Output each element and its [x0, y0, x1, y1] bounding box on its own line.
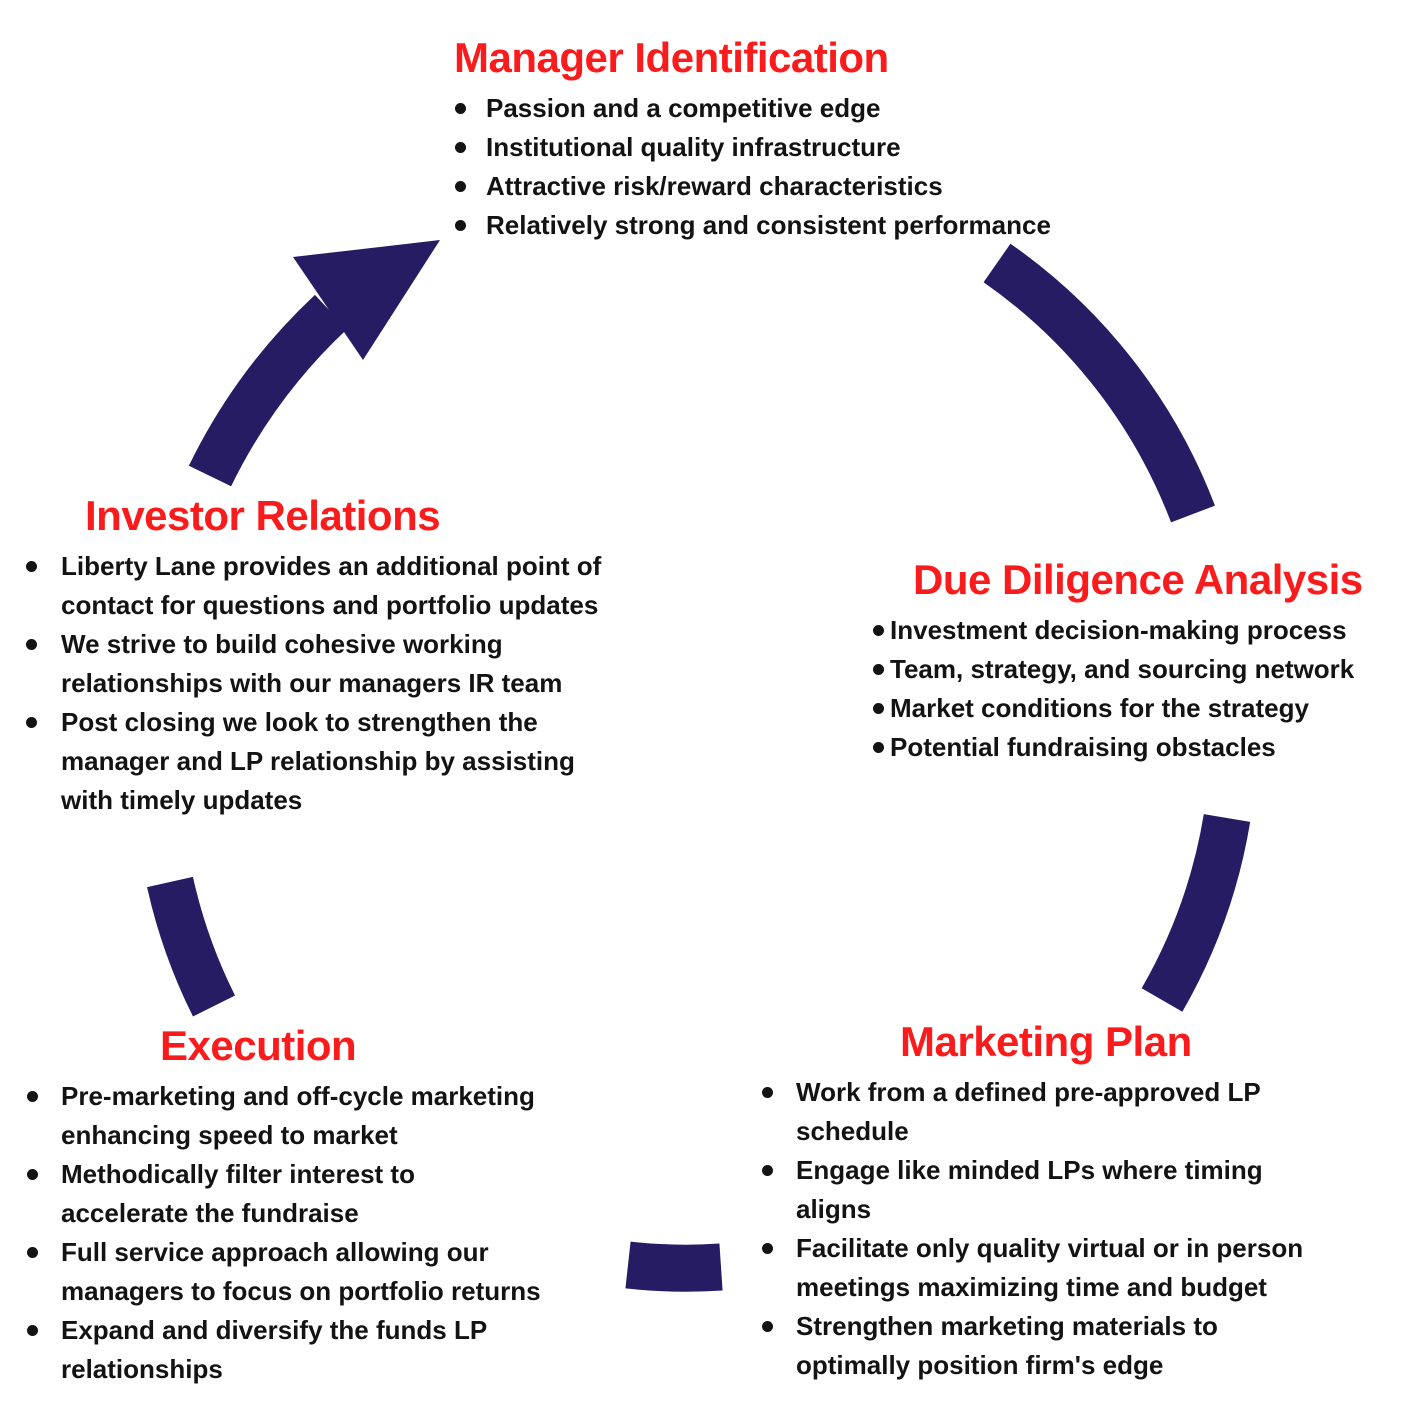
section-title-due-diligence-analysis: Due Diligence Analysis — [913, 556, 1363, 603]
bullet-item: Liberty Lane provides an additional poin… — [18, 547, 698, 625]
section-title-marketing-plan: Marketing Plan — [900, 1018, 1192, 1065]
bullet-item: Attractive risk/reward characteristics — [440, 167, 1150, 206]
arc-manager-to-due-diligence-icon — [983, 243, 1215, 523]
bullet-item: Pre-marketing and off-cycle marketing en… — [20, 1077, 635, 1155]
bullet-item: Passion and a competitive edge — [440, 89, 1150, 128]
bullet-item: Market conditions for the strategy — [845, 689, 1414, 728]
section-marketing-plan: Marketing Plan Work from a defined pre-a… — [752, 1018, 1402, 1385]
bullet-item: Potential fundraising obstacles — [845, 728, 1414, 767]
section-title-investor-relations: Investor Relations — [85, 492, 441, 539]
section-due-diligence-analysis: Due Diligence Analysis Investment decisi… — [845, 556, 1414, 767]
bullet-item: We strive to build cohesive working rela… — [18, 625, 698, 703]
section-title-manager-identification: Manager Identification — [454, 34, 889, 81]
arc-marketing-to-execution-icon — [625, 1241, 723, 1292]
bullet-item: Team, strategy, and sourcing network — [845, 650, 1414, 689]
bullet-item: Investment decision-making process — [845, 611, 1414, 650]
bullet-item: Engage like minded LPs where timing alig… — [752, 1151, 1402, 1229]
section-investor-relations: Investor Relations Liberty Lane provides… — [18, 492, 698, 820]
arrow-body-investor-to-manager-icon — [188, 294, 348, 487]
arc-due-diligence-to-marketing-icon — [1141, 813, 1251, 1012]
bullet-item: Post closing we look to strengthen the m… — [18, 703, 698, 820]
bullet-item: Full service approach allowing our manag… — [20, 1233, 635, 1311]
bullet-item: Expand and diversify the funds LP relati… — [20, 1311, 635, 1389]
arrow-head-investor-to-manager-icon — [293, 240, 440, 360]
section-manager-identification: Manager Identification Passion and a com… — [440, 34, 1150, 245]
bullet-item: Methodically filter interest to accelera… — [20, 1155, 635, 1233]
bullet-item: Relatively strong and consistent perform… — [440, 206, 1150, 245]
section-execution: Execution Pre-marketing and off-cycle ma… — [20, 1022, 635, 1389]
section-bullets-investor-relations: Liberty Lane provides an additional poin… — [18, 547, 698, 820]
bullet-item: Institutional quality infrastructure — [440, 128, 1150, 167]
arc-execution-to-investor-icon — [147, 876, 236, 1017]
bullet-item: Strengthen marketing materials to optima… — [752, 1307, 1402, 1385]
section-bullets-execution: Pre-marketing and off-cycle marketing en… — [20, 1077, 635, 1389]
section-bullets-marketing-plan: Work from a defined pre-approved LP sche… — [752, 1073, 1402, 1385]
bullet-item: Facilitate only quality virtual or in pe… — [752, 1229, 1402, 1307]
bullet-item: Work from a defined pre-approved LP sche… — [752, 1073, 1402, 1151]
section-title-execution: Execution — [160, 1022, 357, 1069]
